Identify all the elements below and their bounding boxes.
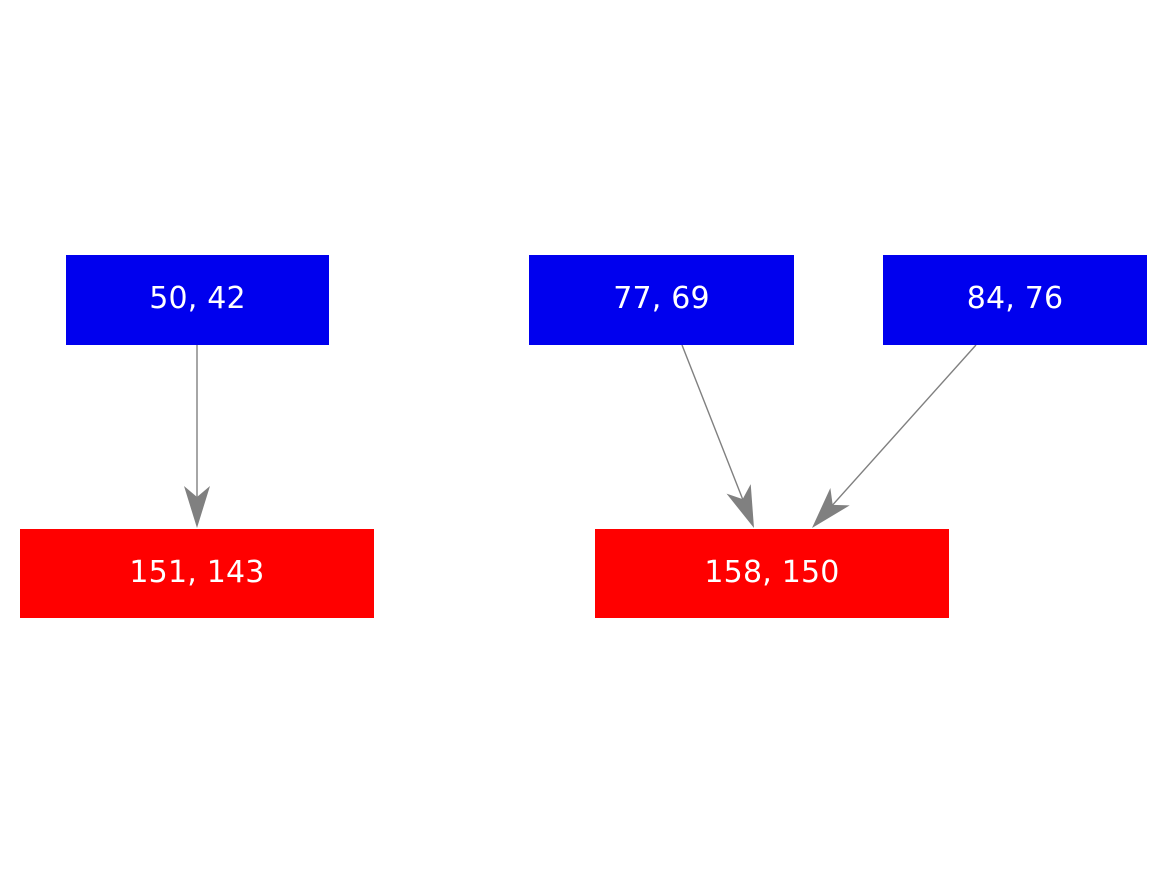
node-label: 84, 76 [966,281,1064,316]
edge-arrowhead-icon [184,486,210,528]
node-label: 77, 69 [613,281,710,316]
node-label: 50, 42 [149,281,246,316]
edge-line [681,344,747,507]
graph-node-source-2[interactable]: 77, 69 [529,255,794,345]
graph-node-target-2[interactable]: 158, 150 [595,529,949,618]
edge-line [826,344,977,512]
node-label: 158, 150 [704,554,840,590]
graph-node-source-1[interactable]: 50, 42 [66,255,329,345]
graph-node-source-3[interactable]: 84, 76 [883,255,1147,345]
edge-arrowhead-icon [726,484,754,528]
graph-node-target-1[interactable]: 151, 143 [20,529,374,618]
edge-arrowhead-icon [812,488,850,528]
node-label: 151, 143 [129,554,265,590]
